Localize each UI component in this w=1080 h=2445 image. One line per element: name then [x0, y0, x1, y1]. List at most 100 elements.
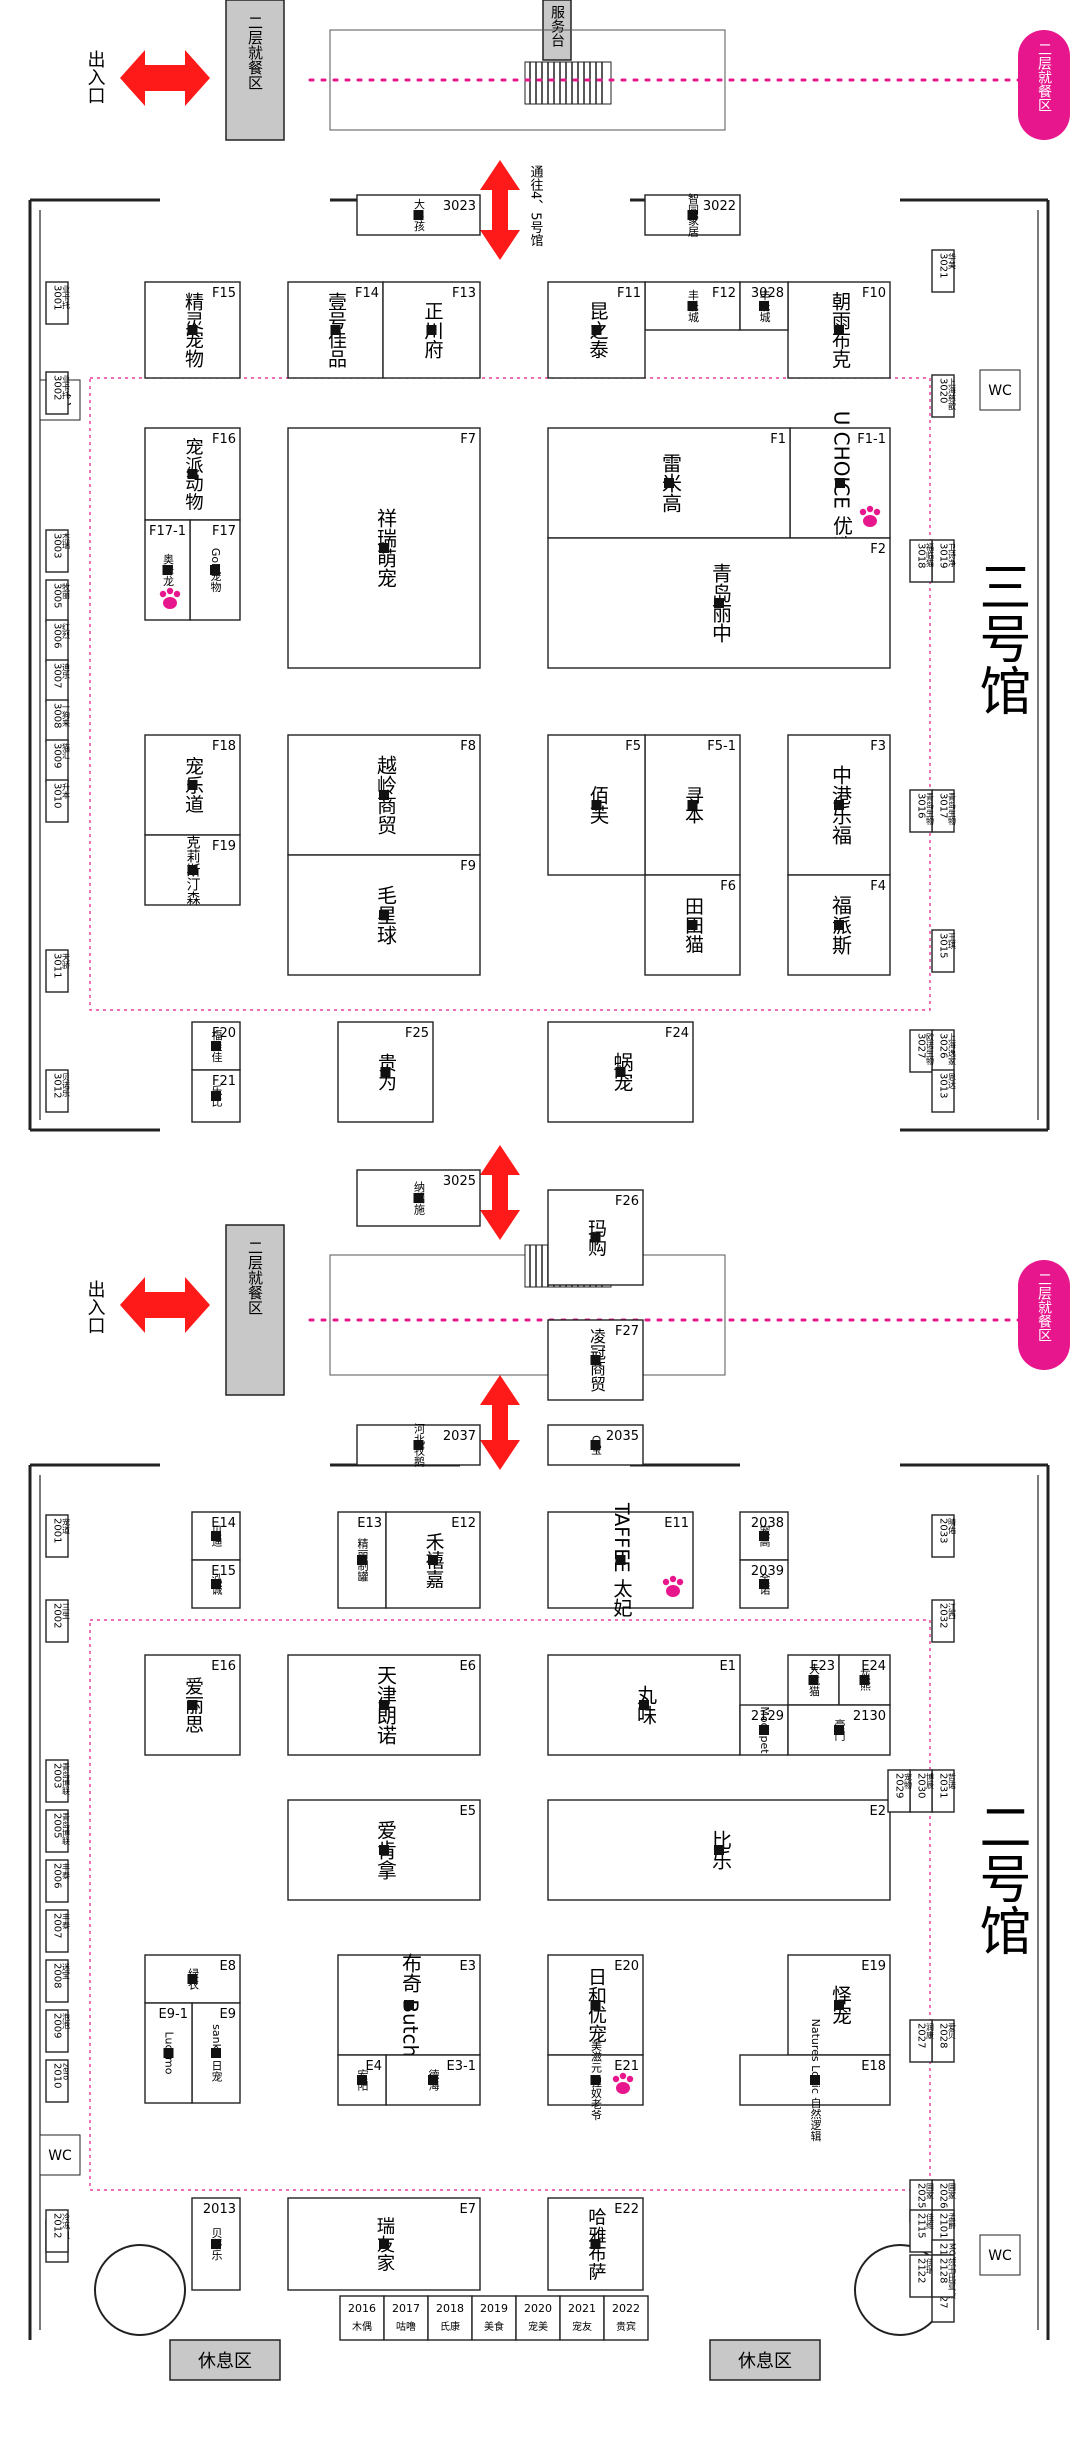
booth-F12[interactable]: F12丰乐城 — [644, 281, 741, 331]
booth-F18[interactable]: F18宠乐道 — [144, 734, 241, 836]
booth-F20[interactable]: F20福佳佳 — [191, 1021, 241, 1071]
booth-F5[interactable]: F5佰芙 — [547, 734, 646, 876]
booth-F6[interactable]: F6田田猫 — [644, 874, 741, 976]
booth-3025[interactable]: 3025纳瑞施 — [356, 1169, 481, 1227]
booth-F1[interactable]: F1雷米高 — [547, 427, 791, 539]
booth-E24[interactable]: E24灰熊 — [838, 1654, 891, 1706]
booth-2129[interactable]: 2129Mooiipet — [739, 1704, 789, 1756]
booth-F26[interactable]: F26玛购 — [547, 1189, 644, 1286]
booth-3028[interactable]: 3028丰乐城 — [739, 281, 789, 331]
booth-F24[interactable]: F24蜗宠 — [547, 1021, 694, 1123]
booth-2037[interactable]: 2037河北牧鹅 — [356, 1423, 481, 1468]
booth-F9[interactable]: F9毛星球 — [287, 854, 481, 976]
booth-2013[interactable]: 2013贝蒂乐 — [191, 2197, 241, 2291]
booth-F27[interactable]: F27凌冠商贸 — [547, 1319, 644, 1401]
booth-F17[interactable]: F17Goh宠物 — [189, 519, 241, 621]
booth-E7[interactable]: E7瑞友家 — [287, 2197, 481, 2291]
booth-E22[interactable]: E22哈雅布萨 — [547, 2197, 644, 2291]
booth-E15[interactable]: E15泓诚 — [191, 1559, 241, 1609]
booth-F13[interactable]: F13正川府 — [382, 281, 481, 379]
booth-F15[interactable]: F15精灵宠物 — [144, 281, 241, 379]
booth-F14[interactable]: F14壹号佳品 — [287, 281, 384, 379]
booth-E23[interactable]: E23大航猫 — [787, 1654, 840, 1706]
booth-2039[interactable]: 2039金诺 — [739, 1559, 789, 1609]
booth-E19[interactable]: E19怿宠 — [787, 1954, 891, 2056]
booth-E14[interactable]: E14贝迪 — [191, 1511, 241, 1561]
booth-F17-1[interactable]: F17-1奥姆龙 — [144, 519, 191, 621]
booth-2130[interactable]: 2130豪门 — [787, 1704, 891, 1756]
booth-3022[interactable]: 3022智同家居 — [644, 192, 741, 238]
booth-F8[interactable]: F8越岭商贸 — [287, 734, 481, 856]
booth-E4[interactable]: E4宏阳 — [337, 2054, 387, 2106]
booth-F2[interactable]: F2青岛丽中 — [547, 537, 891, 669]
booth-E2[interactable]: E2比乐 — [547, 1799, 891, 1901]
booth-F1-1[interactable]: F1-1U CHOICE 优选 — [789, 411, 891, 556]
booth-E9-1[interactable]: E9-1Lucymo — [144, 2002, 193, 2104]
booth-F11[interactable]: F11昆之泰 — [547, 281, 646, 379]
booth-2035[interactable]: 2035Q宝 — [547, 1424, 644, 1466]
booth-3023[interactable]: 3023大男孩 — [356, 194, 481, 236]
booth-F21[interactable]: F21乐比 — [191, 1069, 241, 1123]
booth-E3-1[interactable]: E3-1德海 — [385, 2054, 481, 2106]
booth-F5-1[interactable]: F5-1寻本 — [644, 734, 741, 876]
booth-E5[interactable]: E5爱肯拿 — [287, 1799, 481, 1901]
booth-F3[interactable]: F3中港乐福 — [787, 734, 891, 876]
booth-2038[interactable]: 2038宠高 — [739, 1511, 789, 1561]
booth-F25[interactable]: F25贵为 — [337, 1021, 434, 1123]
booth-E13[interactable]: E13精丽制罐 — [337, 1511, 387, 1609]
booth-E1[interactable]: E1丸味 — [547, 1654, 741, 1756]
booth-F7[interactable]: F7祥瑞萌宠 — [287, 427, 481, 669]
booth-F16[interactable]: F16宠派动物 — [144, 427, 241, 521]
booth-F19[interactable]: F19克莉斯汀森 — [144, 834, 241, 906]
booth-F4[interactable]: F4福派斯 — [787, 874, 891, 976]
booth-E6[interactable]: E6天津朗诺 — [287, 1654, 481, 1756]
